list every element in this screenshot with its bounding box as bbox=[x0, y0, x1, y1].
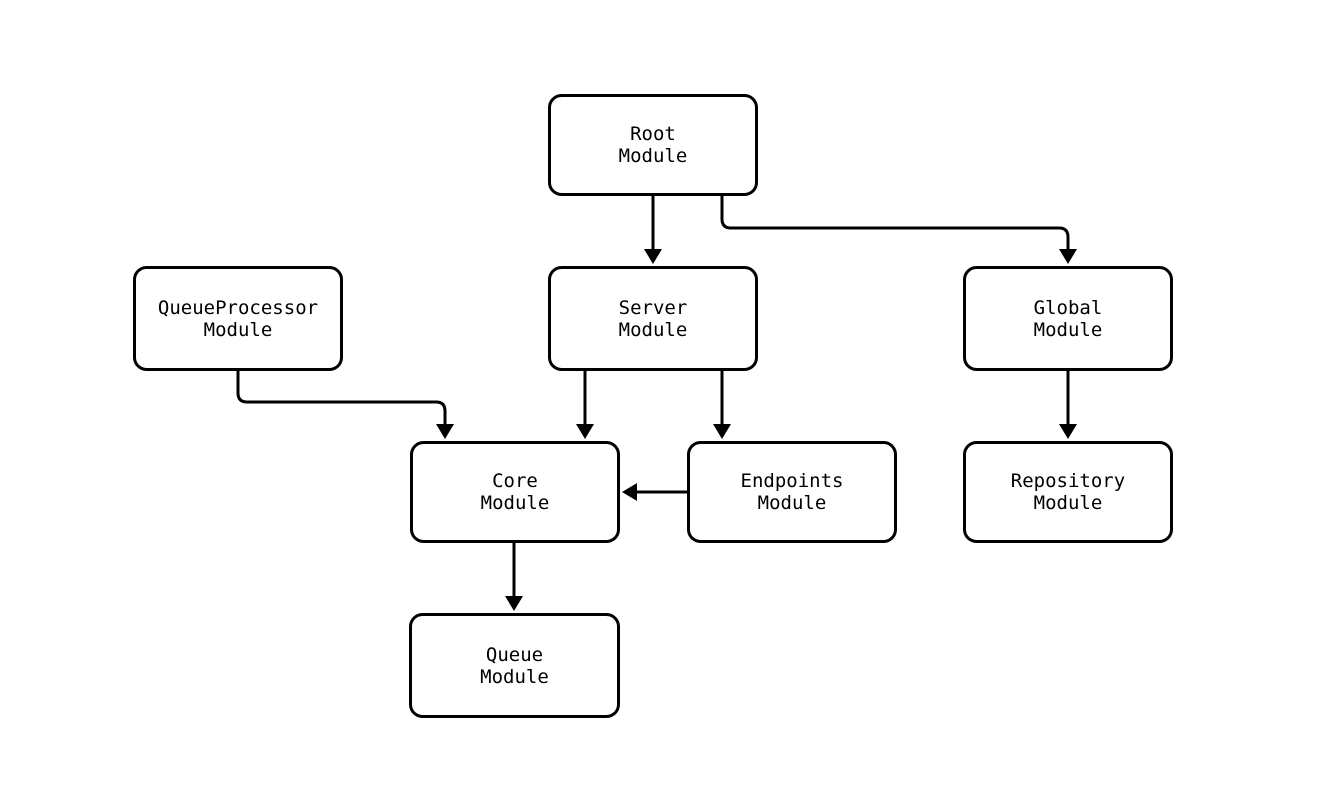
core-module-node[interactable] bbox=[410, 441, 620, 543]
root-module-node[interactable] bbox=[548, 94, 758, 196]
edges-layer bbox=[236, 196, 1070, 597]
global-module-node[interactable] bbox=[963, 266, 1173, 371]
edge-server-to-core-arrowhead bbox=[576, 424, 594, 439]
server-module-node[interactable] bbox=[548, 266, 758, 371]
edge-root-to-global bbox=[720, 196, 1070, 250]
edge-root-to-server-arrowhead bbox=[644, 249, 662, 264]
edge-queueprocessor-to-core-arrowhead bbox=[436, 424, 454, 439]
edge-endpoints-to-core-arrowhead bbox=[622, 483, 637, 501]
edge-queueprocessor-to-core bbox=[236, 371, 447, 425]
queue-module-node[interactable] bbox=[409, 613, 620, 718]
edge-core-to-queue-arrowhead bbox=[505, 596, 523, 611]
edge-global-to-repository-arrowhead bbox=[1059, 424, 1077, 439]
arrowheads-layer bbox=[436, 249, 1077, 611]
edge-server-to-endpoints-arrowhead bbox=[713, 424, 731, 439]
queueprocessor-module-node[interactable] bbox=[133, 266, 343, 371]
nodes-layer bbox=[133, 94, 1173, 718]
endpoints-module-node[interactable] bbox=[687, 441, 897, 543]
edge-root-to-global-arrowhead bbox=[1059, 249, 1077, 264]
repository-module-node[interactable] bbox=[963, 441, 1173, 543]
